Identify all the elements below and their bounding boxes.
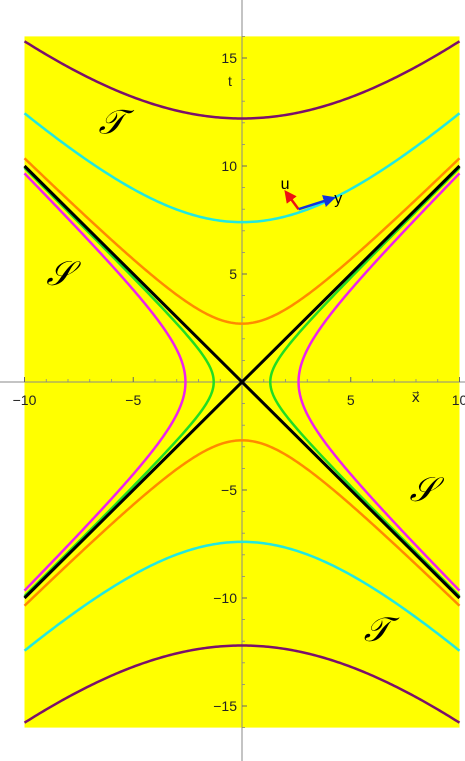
series-line-3-b [23,166,215,598]
x-tick-label-0: −10 [13,392,37,408]
series-line-1-a [23,112,461,224]
series-line-2-a [23,157,461,325]
series-line-4-b [23,172,187,592]
y-tick-label-5: 15 [221,50,237,66]
y-tick-label-0: −15 [213,698,237,714]
series-line-3-a [269,166,461,598]
series-line-4-a [297,172,461,592]
y-axis-label: t [228,73,232,89]
series-line-1-b [23,540,461,652]
series-line-5-b [23,164,461,600]
y-tick-label-4: 10 [221,158,237,174]
y-vector-label: y [334,190,342,207]
y-tick-label-1: −10 [213,590,237,606]
series-line-2-b [23,439,461,607]
x-tick-label-1: −5 [125,392,141,408]
series-line-0-a [23,40,461,120]
u-vector-arrow [284,189,300,210]
x-axis-label: x⃗ [412,389,420,405]
u-vector-label: u [281,176,290,193]
x-tick-label-2: 5 [347,392,355,408]
x-tick-label-3: 10 [452,392,465,408]
y-tick-label-3: 5 [229,266,237,282]
series-line-0-b [23,644,461,724]
y-vector-arrow [298,195,336,211]
y-tick-label-2: −5 [221,482,237,498]
